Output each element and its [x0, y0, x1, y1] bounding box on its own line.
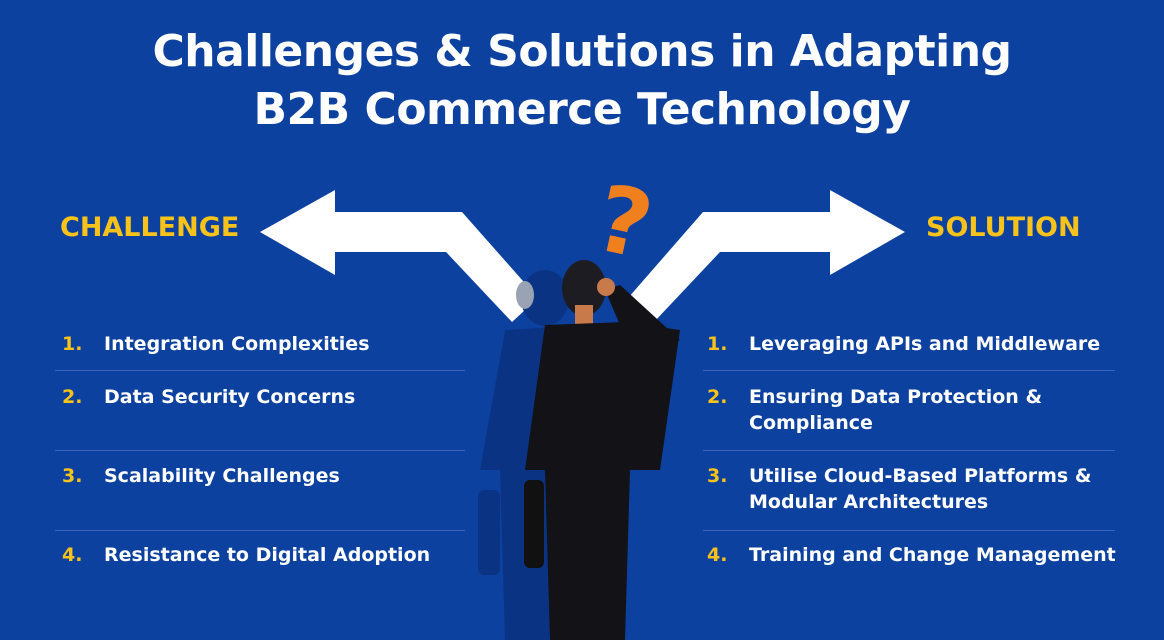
item-number: 1. [62, 333, 83, 355]
divider [55, 450, 465, 451]
challenge-heading: CHALLENGE [60, 212, 240, 243]
title-line-1: Challenges & Solutions in Adapting [152, 26, 1012, 77]
item-text: Ensuring Data Protection & Compliance [749, 386, 1043, 434]
item-number: 4. [62, 544, 83, 566]
item-text: Utilise Cloud-Based Platforms & Modular … [749, 465, 1092, 513]
question-mark-icon: ? [587, 164, 661, 280]
divider [703, 530, 1115, 531]
divider [703, 370, 1115, 371]
right-arrow-icon [628, 190, 905, 322]
item-text: Data Security Concerns [104, 386, 356, 408]
businessman-figure [524, 260, 680, 640]
title-line-2: B2B Commerce Technology [253, 84, 911, 135]
item-number: 3. [707, 465, 728, 487]
item-number: 2. [707, 386, 728, 408]
solution-heading: SOLUTION [926, 212, 1081, 243]
item-text: Scalability Challenges [104, 465, 340, 487]
item-text: Training and Change Management [749, 544, 1116, 566]
item-text: Integration Complexities [104, 333, 370, 355]
item-number: 3. [62, 465, 83, 487]
left-arrow-icon [260, 190, 538, 322]
item-number: 1. [707, 333, 728, 355]
divider [55, 530, 465, 531]
item-text: Leveraging APIs and Middleware [749, 333, 1101, 355]
divider [703, 450, 1115, 451]
item-text: Resistance to Digital Adoption [104, 544, 431, 566]
item-number: 4. [707, 544, 728, 566]
divider [55, 370, 465, 371]
item-number: 2. [62, 386, 83, 408]
